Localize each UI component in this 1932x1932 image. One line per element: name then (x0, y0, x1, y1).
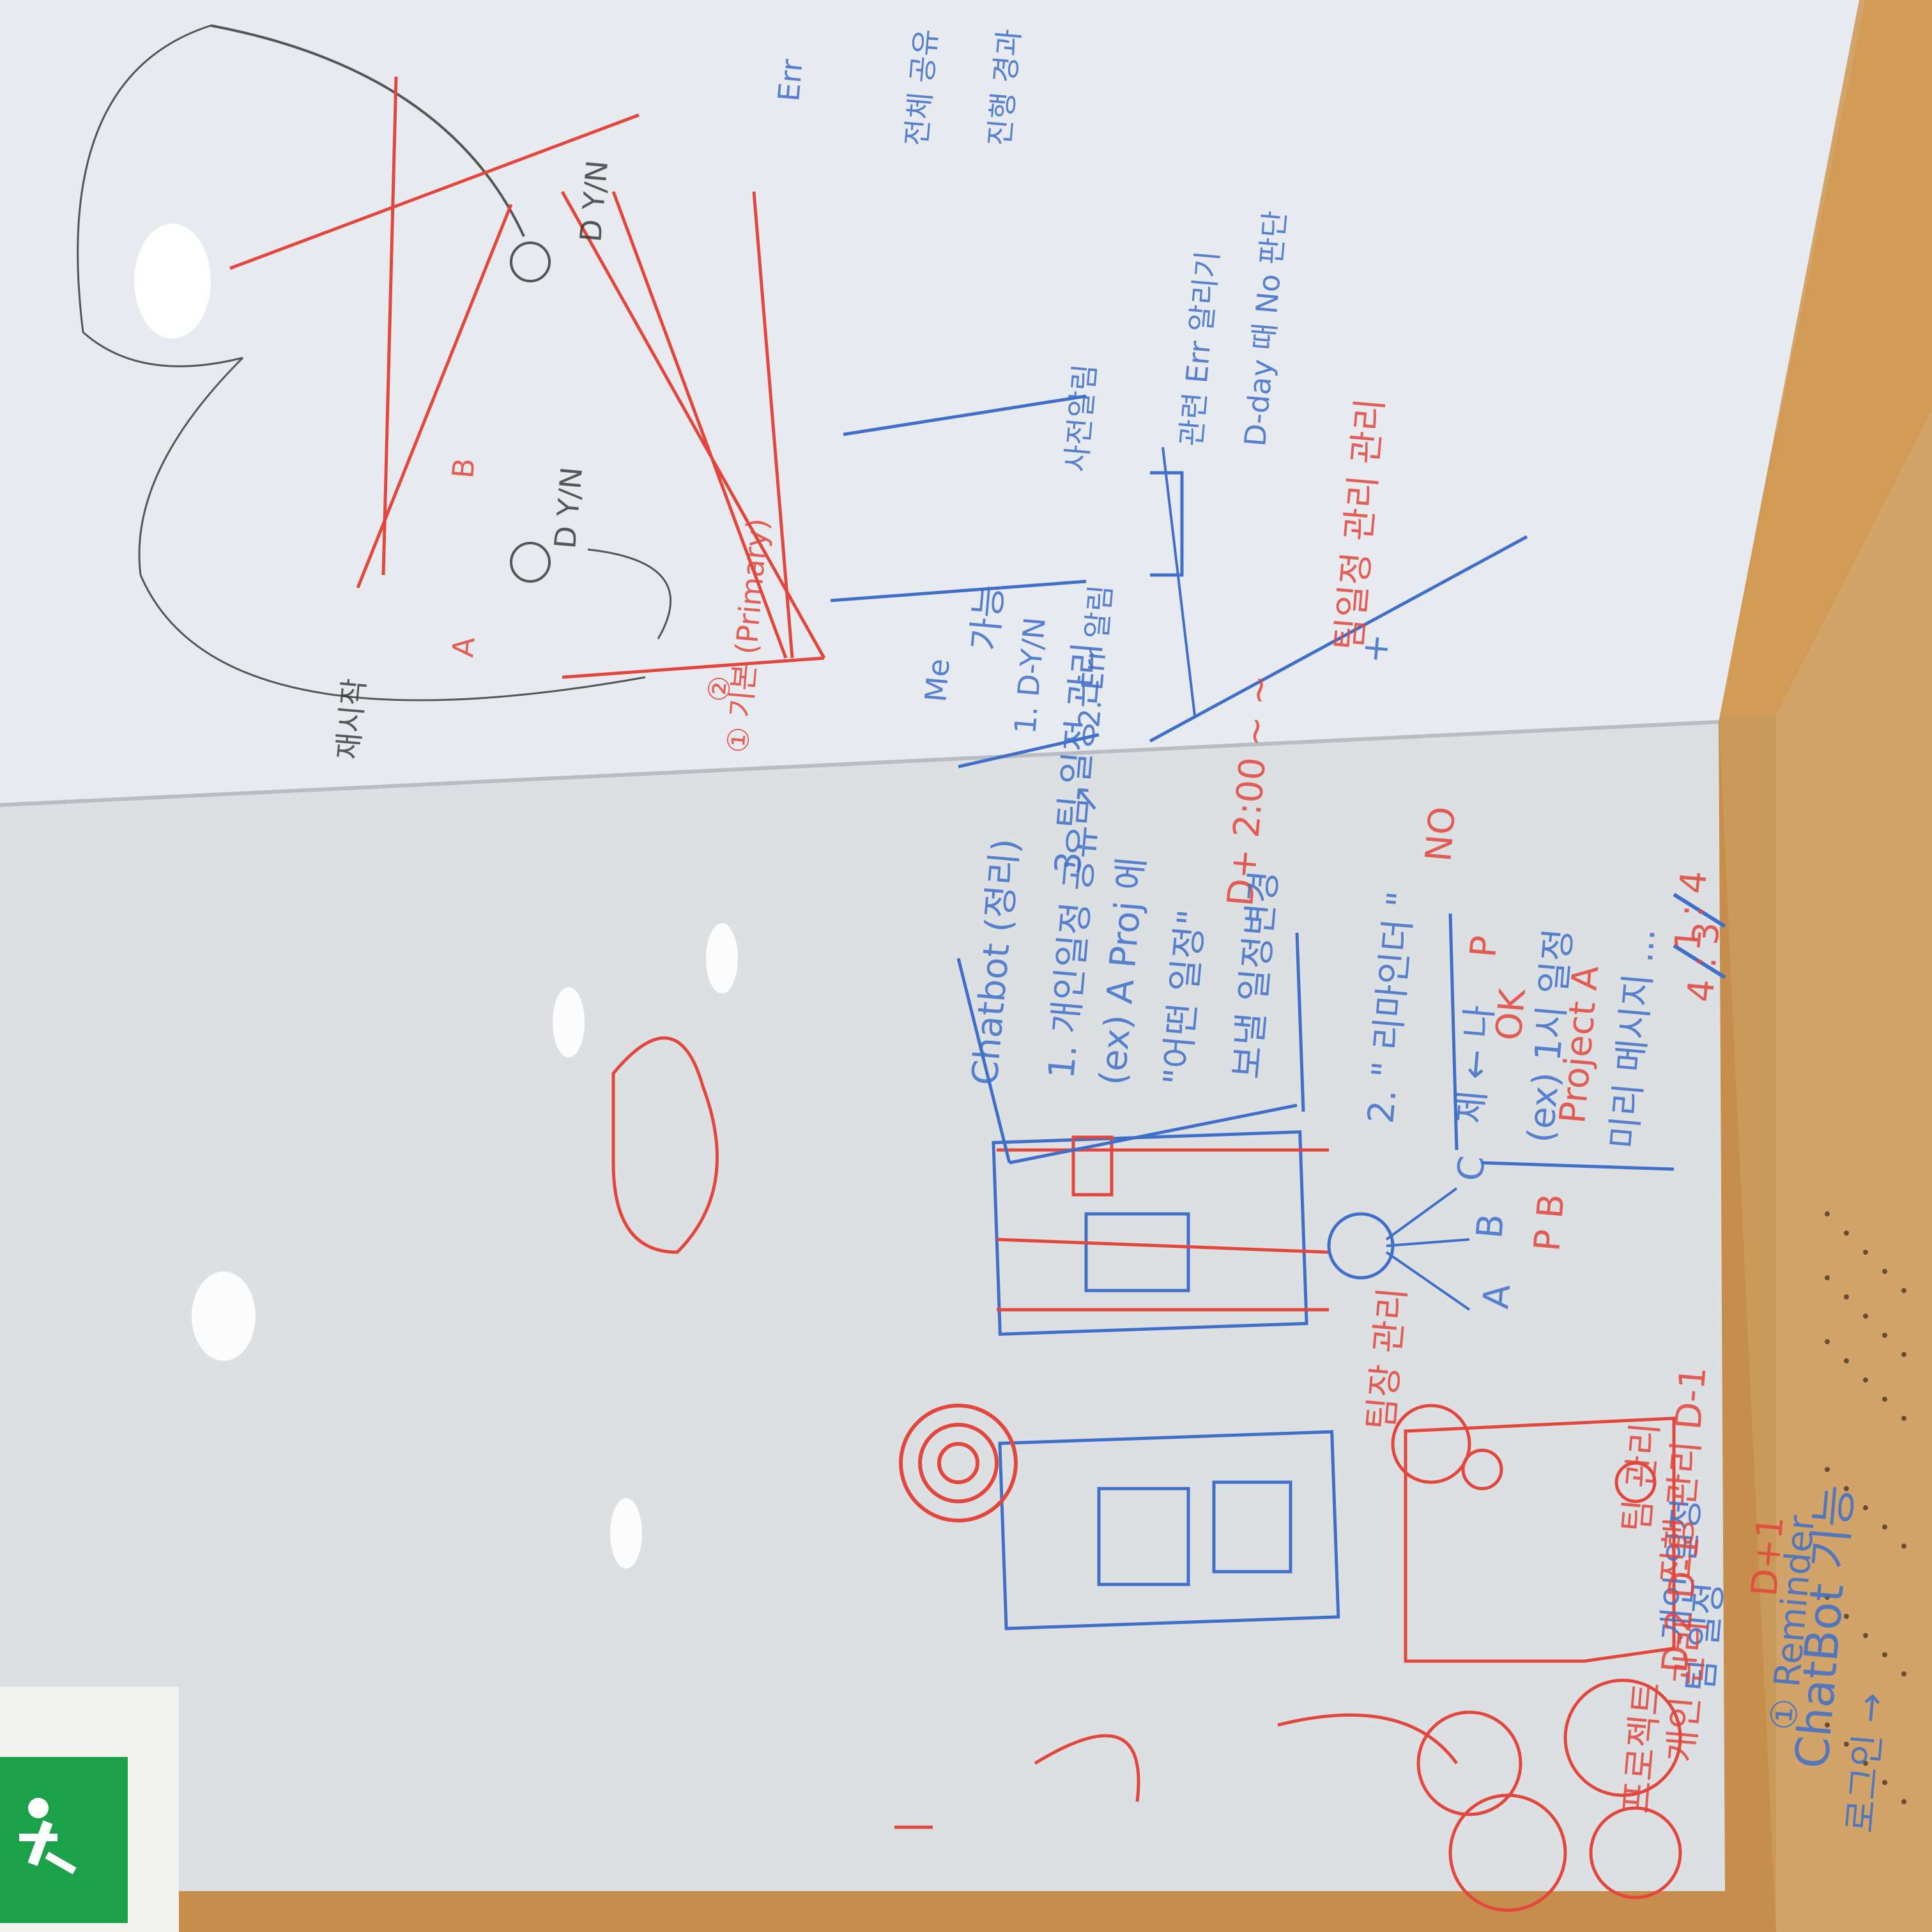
team-mgmt-plus: + (1354, 632, 1398, 665)
right-board (0, 0, 1859, 805)
project-b: P B (1526, 1192, 1573, 1253)
glare-5 (610, 1498, 642, 1568)
red-sub-1: 팀 관리 (1616, 1421, 1667, 1534)
no-label: NO (1418, 805, 1464, 863)
glare-1 (134, 224, 211, 339)
team-schedule: 팀 일정 (1680, 1581, 1731, 1694)
d1-label: D+1 (1744, 1514, 1792, 1598)
right-dyn-1: D Y/N (573, 159, 615, 243)
board-seam (0, 720, 1719, 807)
left-board (0, 722, 1725, 1891)
blue-row-7: 제 ← 나 (1450, 1004, 1501, 1126)
ratio-1: 1 : 4 (1667, 869, 1715, 953)
ok-label: OK (1488, 986, 1534, 1042)
figure-target-c: C (1450, 1154, 1493, 1183)
glare-3 (553, 987, 585, 1057)
right-dyn-2: D Y/N (548, 466, 589, 550)
glare-2 (192, 1271, 256, 1361)
figure-target-a: A (1475, 1282, 1519, 1310)
ratio-2: 4 : 3 (1680, 920, 1728, 1004)
right-phase-a: A (445, 635, 482, 659)
glare-4 (706, 923, 738, 993)
pegboard-holes (1825, 1211, 1906, 1804)
right-marker-2: ② (701, 674, 737, 703)
team-mgmt-trailing: 가능 (964, 583, 1011, 652)
right-board-diagram (77, 24, 1528, 769)
letter-p: P (1462, 934, 1506, 959)
exit-sign-icon (0, 1687, 179, 1932)
right-phase-b: B (445, 457, 482, 480)
right-blue-header: Me (918, 657, 956, 703)
figure-target-b: B (1469, 1212, 1512, 1240)
right-gray-label: 재시작 (330, 677, 372, 761)
left-board-diagram (611, 893, 1726, 1912)
right-blue-note-6: Err (771, 57, 809, 103)
running-person-icon (19, 1798, 77, 1874)
upper-frame (1719, 0, 1932, 716)
